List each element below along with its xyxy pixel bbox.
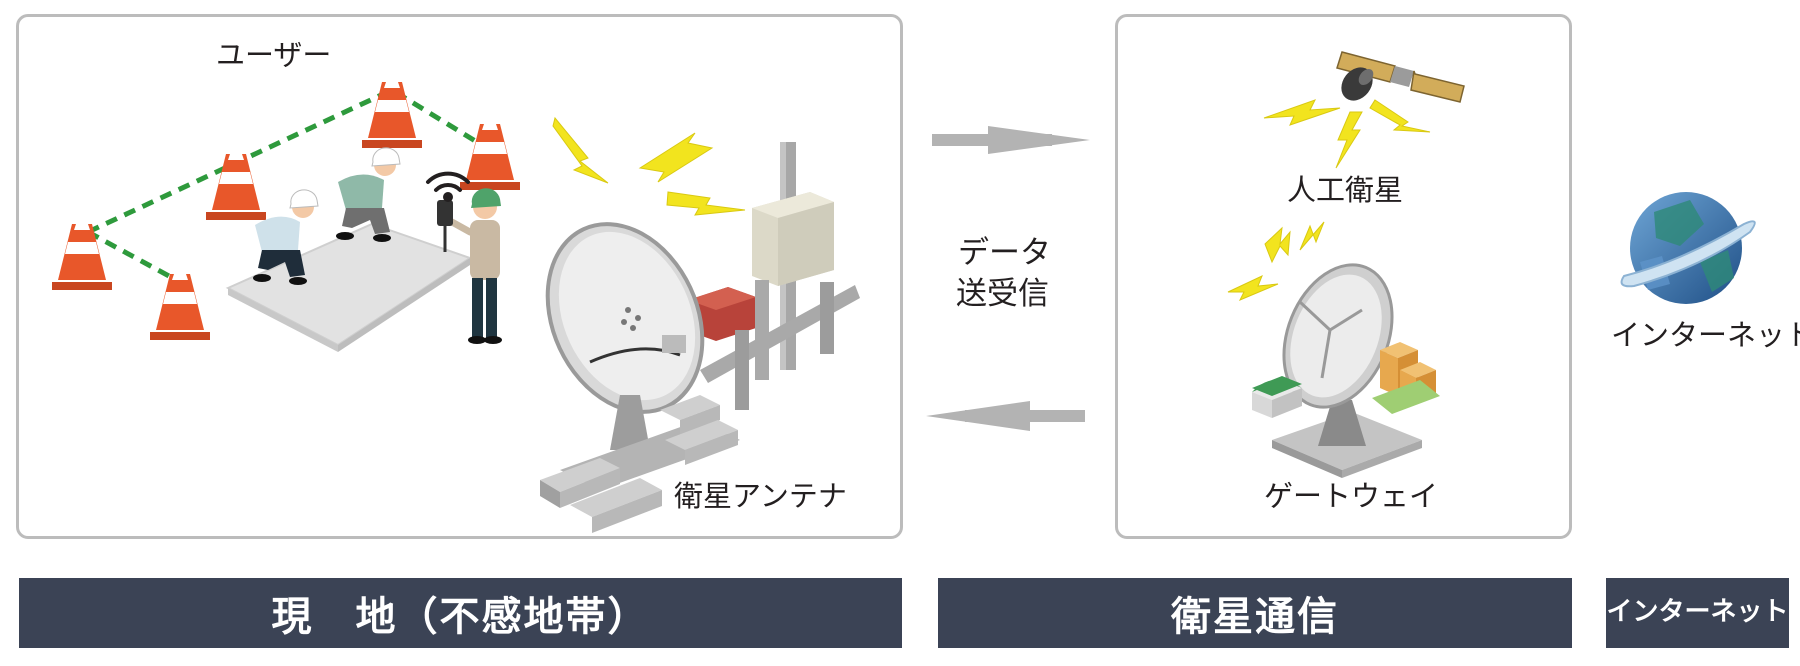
satellite-icon bbox=[1336, 51, 1465, 103]
traffic-cone bbox=[206, 154, 266, 220]
worker-standing bbox=[437, 188, 502, 344]
antenna-structure bbox=[688, 142, 860, 410]
data-flow-label-line1: データ bbox=[958, 235, 1051, 271]
traffic-cone bbox=[52, 224, 112, 290]
lightning-icon bbox=[552, 116, 746, 216]
traffic-cone bbox=[150, 274, 210, 340]
internet-bar-line1: インター bbox=[1606, 597, 1711, 628]
globe-icon bbox=[1620, 192, 1756, 304]
site-bar: 現 地（不感地帯） bbox=[19, 578, 902, 648]
internet-label: インターネット bbox=[1611, 318, 1800, 352]
worker-crouching bbox=[336, 147, 401, 242]
building-icon bbox=[1252, 376, 1302, 418]
worker-crouching bbox=[253, 189, 319, 285]
antenna-base bbox=[540, 395, 740, 533]
user-label: ユーザー bbox=[216, 38, 332, 72]
satellite-label: 人工衛星 bbox=[1287, 173, 1404, 207]
satellite-dish bbox=[545, 222, 705, 450]
building-icon bbox=[1372, 342, 1440, 414]
wifi-icon bbox=[426, 171, 470, 202]
data-flow-label-line2: 送受信 bbox=[956, 276, 1049, 312]
traffic-cone bbox=[362, 82, 422, 148]
arrow-right bbox=[932, 126, 1090, 154]
arrow-left bbox=[926, 401, 1085, 431]
internet-bar-line2: ネット bbox=[1710, 597, 1789, 628]
gateway-label: ゲートウェイ bbox=[1264, 479, 1439, 513]
gateway-dish bbox=[1272, 263, 1422, 478]
satellite-communication-bar: 衛星通信 bbox=[938, 578, 1572, 648]
lightning-icon bbox=[1227, 99, 1431, 301]
satellite-antenna-label: 衛星アンテナ bbox=[674, 479, 847, 513]
internet-bar: インター ネット bbox=[1606, 578, 1789, 648]
traffic-cone bbox=[460, 124, 520, 190]
fence-line bbox=[86, 87, 492, 285]
